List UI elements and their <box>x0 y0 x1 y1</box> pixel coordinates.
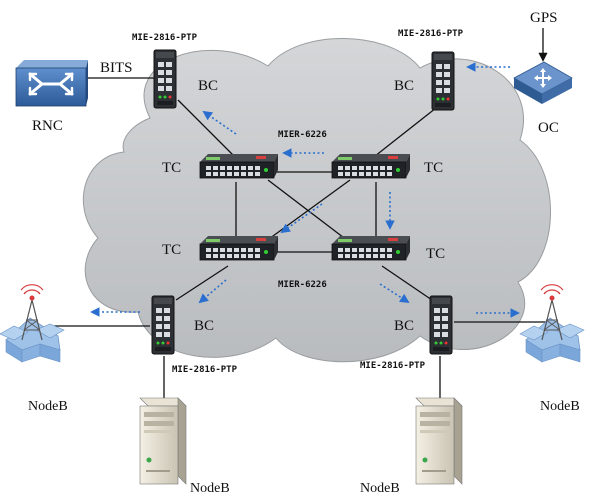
label-nodeb-right: NodeB <box>540 399 580 414</box>
label-ptp-bottom-right: MIE-2816-PTP <box>360 361 426 371</box>
ptp-switch-bottom-right <box>429 295 453 355</box>
label-bc-top-right: BC <box>394 78 414 94</box>
mier-switch-top-left <box>199 153 279 179</box>
mier-switch-top-right <box>331 153 411 179</box>
ptp-switch-top-left <box>153 49 177 109</box>
label-bits: BITS <box>100 60 133 76</box>
label-bc-top-left: BC <box>198 78 218 94</box>
label-tc-bottom-left: TC <box>162 242 181 258</box>
label-bc-bottom-left: BC <box>194 318 214 334</box>
base-station-tower-left <box>0 284 65 363</box>
label-ptp-top-right: MIE-2816-PTP <box>398 29 464 39</box>
ptp-switch-top-right <box>431 51 455 111</box>
label-bc-bottom-right: BC <box>394 318 414 334</box>
label-tc-bottom-right: TC <box>426 246 445 262</box>
oc-switch-icon <box>513 61 573 104</box>
server-left <box>139 397 187 485</box>
rnc-router-icon <box>15 60 88 107</box>
label-nodeb-bottom-left: NodeB <box>190 481 230 496</box>
network-cloud <box>82 38 551 363</box>
label-mier-top: MIER-6226 <box>278 130 327 140</box>
label-gps: GPS <box>530 10 558 26</box>
label-rnc: RNC <box>32 118 63 134</box>
label-oc: OC <box>538 120 559 136</box>
server-right <box>415 397 463 485</box>
base-station-tower-right <box>519 284 585 363</box>
label-tc-top-right: TC <box>424 160 443 176</box>
clock-flow-arrows <box>90 62 520 318</box>
mier-switch-bottom-right <box>331 235 411 261</box>
label-tc-top-left: TC <box>162 160 181 176</box>
label-ptp-bottom-left: MIE-2816-PTP <box>172 365 238 375</box>
label-nodeb-left: NodeB <box>28 399 68 414</box>
label-nodeb-bottom-right: NodeB <box>360 481 400 496</box>
mier-switch-bottom-left <box>199 235 279 261</box>
label-ptp-top-left: MIE-2816-PTP <box>132 33 198 43</box>
network-links <box>54 28 548 400</box>
ptp-switch-bottom-left <box>151 295 175 355</box>
label-mier-bottom: MIER-6226 <box>278 280 327 290</box>
